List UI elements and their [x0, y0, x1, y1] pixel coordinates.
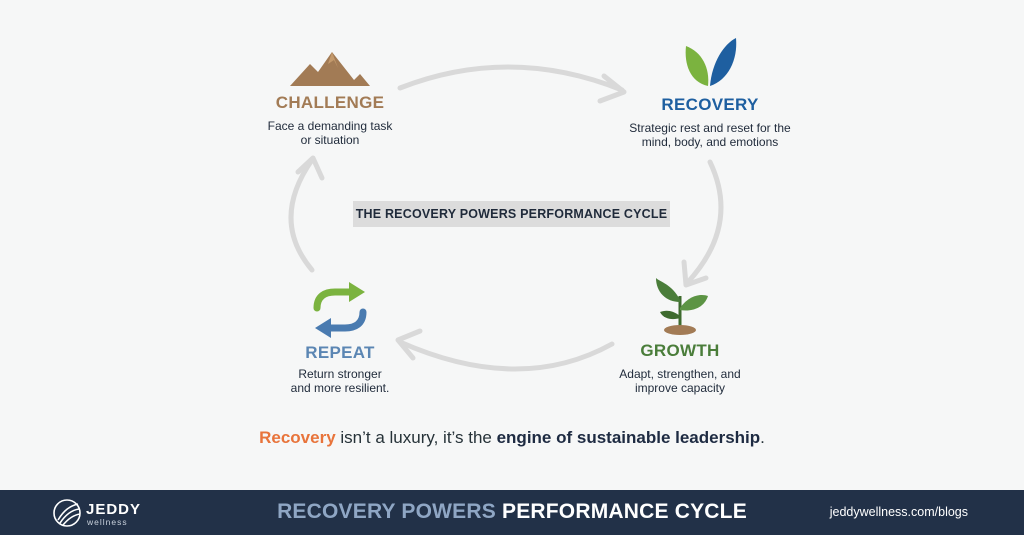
tagline-highlight: Recovery [259, 428, 336, 447]
challenge-desc-line1: Face a demanding task [267, 119, 393, 133]
arrow-challenge-to-recovery [397, 64, 625, 93]
arrow-growth-to-repeat [397, 339, 615, 372]
tagline-middle: isn’t a luxury, it’s the [335, 428, 497, 447]
growth-description: Adapt, strengthen, and improve capacity [570, 367, 790, 395]
logo-brand: JEDDY [86, 501, 142, 518]
footer-title-part1: RECOVERY POWERS [277, 500, 496, 523]
logo-sub: wellness [87, 517, 128, 527]
recovery-desc-line2: mind, body, and emotions [641, 135, 779, 149]
challenge-desc-line2: or situation [300, 133, 360, 147]
leaves-icon [685, 38, 737, 86]
arrowhead-recovery [597, 73, 627, 104]
footer-url-link[interactable]: jeddywellness.com/blogs [829, 505, 968, 519]
cycle-center-label: THE RECOVERY POWERS PERFORMANCE CYCLE [353, 201, 670, 227]
node-challenge: CHALLENGE Face a demanding task or situa… [230, 50, 430, 147]
arrow-repeat-to-challenge [288, 157, 315, 273]
recovery-description: Strategic rest and reset for the mind, b… [600, 121, 820, 149]
arrowhead-growth [681, 259, 709, 288]
arrow-recovery-to-growth [685, 159, 724, 285]
repeat-description: Return stronger and more resilient. [240, 367, 440, 395]
challenge-title: CHALLENGE [275, 93, 385, 112]
arrowhead-repeat [395, 328, 423, 361]
footer-title-part2: PERFORMANCE CYCLE [502, 500, 747, 523]
cycle-arrows-icon [313, 282, 367, 338]
mountain-icon [290, 52, 370, 86]
tagline: Recovery isn’t a luxury, it’s the engine… [0, 428, 1024, 448]
growth-desc-line2: improve capacity [634, 381, 726, 395]
footer-title: RECOVERY POWERS PERFORMANCE CYCLE [0, 500, 1024, 524]
node-growth: GROWTH Adapt, strengthen, and improve ca… [570, 274, 790, 395]
growth-title: GROWTH [640, 341, 720, 360]
sprout-icon [656, 278, 708, 335]
repeat-title: REPEAT [305, 343, 375, 362]
cycle-arrows [288, 64, 724, 372]
recovery-title: RECOVERY [661, 95, 759, 114]
arrowhead-challenge [295, 155, 325, 181]
footer-bar: JEDDY wellness RECOVERY POWERS PERFORMAN… [0, 490, 1024, 535]
jeddy-logo[interactable]: JEDDY wellness [52, 496, 172, 530]
node-recovery: RECOVERY Strategic rest and reset for th… [600, 34, 820, 149]
repeat-desc-line2: and more resilient. [290, 381, 390, 395]
node-repeat: REPEAT Return stronger and more resilien… [240, 282, 440, 395]
diagram-canvas: CHALLENGE Face a demanding task or situa… [0, 34, 1024, 448]
growth-desc-line1: Adapt, strengthen, and [619, 367, 741, 381]
recovery-desc-line1: Strategic rest and reset for the [629, 121, 791, 135]
repeat-desc-line1: Return stronger [298, 367, 382, 381]
tagline-end: . [760, 428, 765, 447]
jeddy-logo-icon [53, 499, 81, 527]
challenge-description: Face a demanding task or situation [230, 119, 430, 147]
tagline-bold: engine of sustainable leadership [496, 428, 761, 447]
